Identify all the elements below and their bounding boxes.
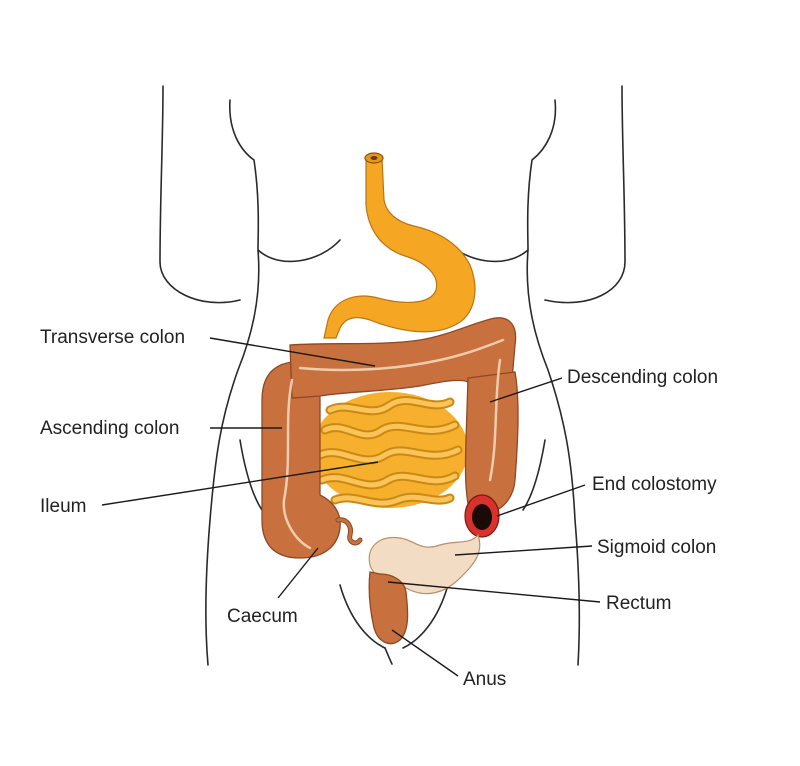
label-ileum: Ileum <box>40 496 86 517</box>
leader-caecum <box>277 547 319 599</box>
leader-end-colostomy <box>496 484 586 517</box>
label-rectum: Rectum <box>606 593 671 614</box>
label-descending-colon: Descending colon <box>567 367 718 388</box>
label-anus: Anus <box>463 669 506 690</box>
label-transverse-colon: Transverse colon <box>40 327 185 348</box>
leader-descending-colon <box>489 377 563 403</box>
label-end-colostomy: End colostomy <box>592 474 717 495</box>
body-outline <box>159 85 626 666</box>
leader-lines <box>101 337 601 677</box>
label-caecum: Caecum <box>227 606 298 627</box>
leader-ileum <box>101 461 379 506</box>
label-ascending-colon: Ascending colon <box>40 418 179 439</box>
leader-rectum <box>387 581 601 603</box>
large-intestine <box>261 317 519 559</box>
end-colostomy-stoma <box>464 494 500 538</box>
leader-transverse-colon <box>209 337 376 367</box>
leader-anus <box>391 629 459 677</box>
leader-sigmoid-colon <box>454 545 593 556</box>
stomach <box>323 152 476 339</box>
rectum <box>368 571 409 645</box>
labels: Transverse colon Ascending colon Ileum C… <box>40 327 718 690</box>
label-sigmoid-colon: Sigmoid colon <box>597 537 716 558</box>
small-intestine <box>312 392 468 508</box>
